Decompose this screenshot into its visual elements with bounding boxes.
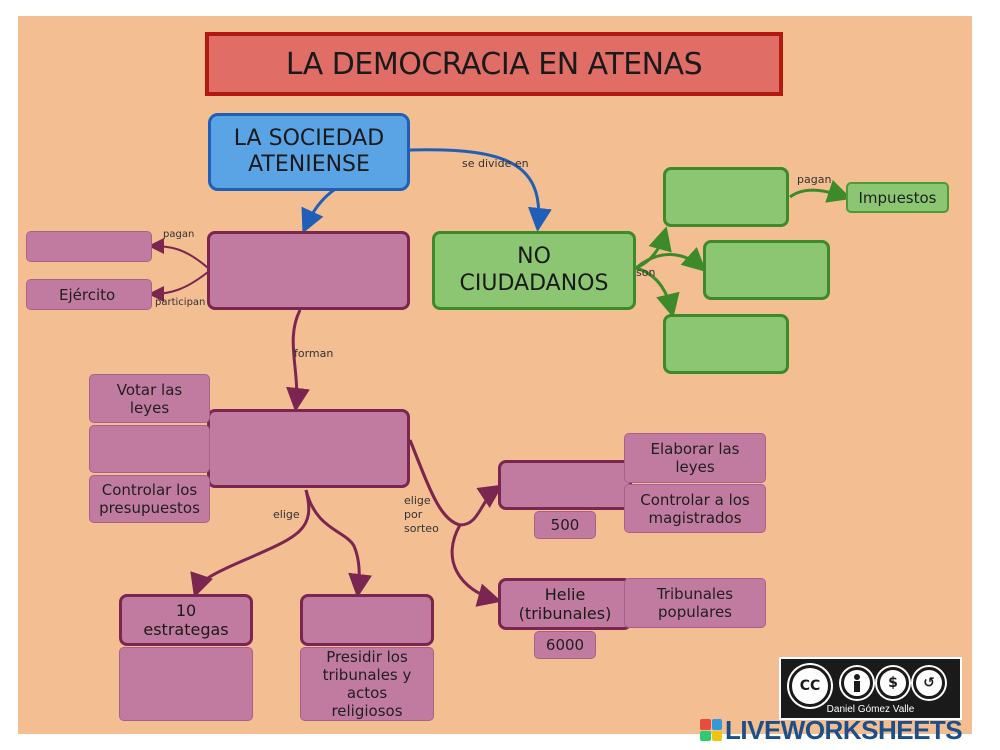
node-controlar-presupuestos-label: Controlar los presupuestos	[99, 481, 200, 517]
liveworksheets-logo-icon	[700, 719, 722, 741]
node-500-label: 500	[550, 516, 580, 534]
node-no-ciudadanos-label: NO CIUDADANOS	[459, 244, 609, 296]
diagram-title: LA DEMOCRACIA EN ATENAS	[205, 32, 783, 96]
node-no-ciudadanos: NO CIUDADANOS	[432, 231, 636, 310]
label-elige: elige	[273, 508, 300, 521]
node-estrategas-label: 10 estrategas	[143, 600, 229, 639]
node-controlar-magistrados: Controlar a los magistrados	[624, 484, 766, 533]
label-pagan-impuestos: pagan	[797, 173, 832, 186]
node-500: 500	[534, 511, 596, 539]
node-sociedad-label: LA SOCIEDAD ATENIENSE	[233, 125, 385, 177]
node-controlar-presupuestos: Controlar los presupuestos	[89, 475, 210, 523]
arrow-participan	[148, 271, 209, 302]
node-impuestos-label: Impuestos	[858, 188, 937, 207]
liveworksheets-brand: LIVEWORKSHEETS	[725, 714, 963, 745]
arrow-pagan-impuestos	[789, 179, 852, 203]
label-participan: participan	[155, 297, 206, 308]
node-esclavos-blank[interactable]	[663, 314, 789, 374]
arrow-sociedad-to-no-ciudadanos	[409, 148, 552, 232]
cc-icon: CC	[789, 665, 831, 707]
arrow-elige-estrategas	[190, 489, 311, 598]
arrow-no-ciudadanos-low	[635, 266, 680, 318]
noncommercial-icon: $	[877, 667, 909, 699]
node-tribunales-populares: Tribunales populares	[624, 578, 766, 628]
node-ejercito: Ejército	[26, 279, 152, 310]
node-asamblea-blank[interactable]	[207, 409, 410, 488]
label-pagan-left: pagan	[163, 229, 195, 240]
node-votar-leyes: Votar las leyes	[89, 374, 210, 423]
label-elige-por-sorteo: elige por sorteo	[404, 494, 439, 535]
attribution-icon	[841, 667, 873, 699]
node-pagan-blank[interactable]	[26, 231, 152, 262]
node-helie-label: Helie (tribunales)	[518, 584, 612, 623]
node-tribunales-populares-label: Tribunales populares	[656, 585, 734, 621]
arrow-pagan-left	[148, 238, 209, 269]
node-funcion-blank[interactable]	[89, 425, 210, 473]
node-estrategas-funcion-blank[interactable]	[119, 647, 253, 721]
node-impuestos: Impuestos	[846, 182, 949, 213]
label-se-divide-en: se divide en	[462, 157, 529, 170]
node-helie: Helie (tribunales)	[498, 578, 632, 630]
cc-license-badge: CC $ ↺ Daniel Gómez Valle	[779, 657, 962, 720]
label-forman: forman	[294, 347, 334, 360]
node-bule-blank[interactable]	[498, 460, 632, 510]
node-6000-label: 6000	[545, 636, 585, 654]
arrow-no-ciudadanos-mid	[635, 247, 707, 273]
node-mujeres-blank[interactable]	[703, 240, 830, 300]
node-6000: 6000	[534, 631, 596, 659]
node-estrategas: 10 estrategas	[119, 594, 253, 646]
node-ejercito-label: Ejército	[59, 285, 116, 304]
sharealike-icon: ↺	[913, 667, 945, 699]
node-ciudadanos-blank[interactable]	[207, 231, 410, 310]
liveworksheets-watermark: LIVEWORKSHEETS	[700, 714, 998, 746]
node-sociedad-ateniense: LA SOCIEDAD ATENIENSE	[208, 113, 410, 191]
node-presidir-tribunales: Presidir los tribunales y actos religios…	[300, 647, 434, 721]
node-elaborar-leyes: Elaborar las leyes	[624, 433, 766, 483]
arrow-forman	[286, 309, 310, 412]
cc-author: Daniel Gómez Valle	[826, 704, 915, 715]
label-son: son	[636, 266, 656, 279]
arrow-elige-arconte	[304, 489, 373, 598]
arrow-sorteo-helie	[408, 439, 502, 607]
node-arcontes-blank[interactable]	[300, 594, 434, 646]
node-elaborar-label: Elaborar las leyes	[650, 440, 740, 476]
node-metecos-blank[interactable]	[663, 167, 789, 227]
node-controlar-magistrados-label: Controlar a los magistrados	[640, 490, 750, 527]
node-presidir-label: Presidir los tribunales y actos religios…	[322, 648, 412, 720]
arrow-no-ciudadanos-branch	[635, 226, 672, 270]
node-votar-label: Votar las leyes	[116, 380, 183, 417]
